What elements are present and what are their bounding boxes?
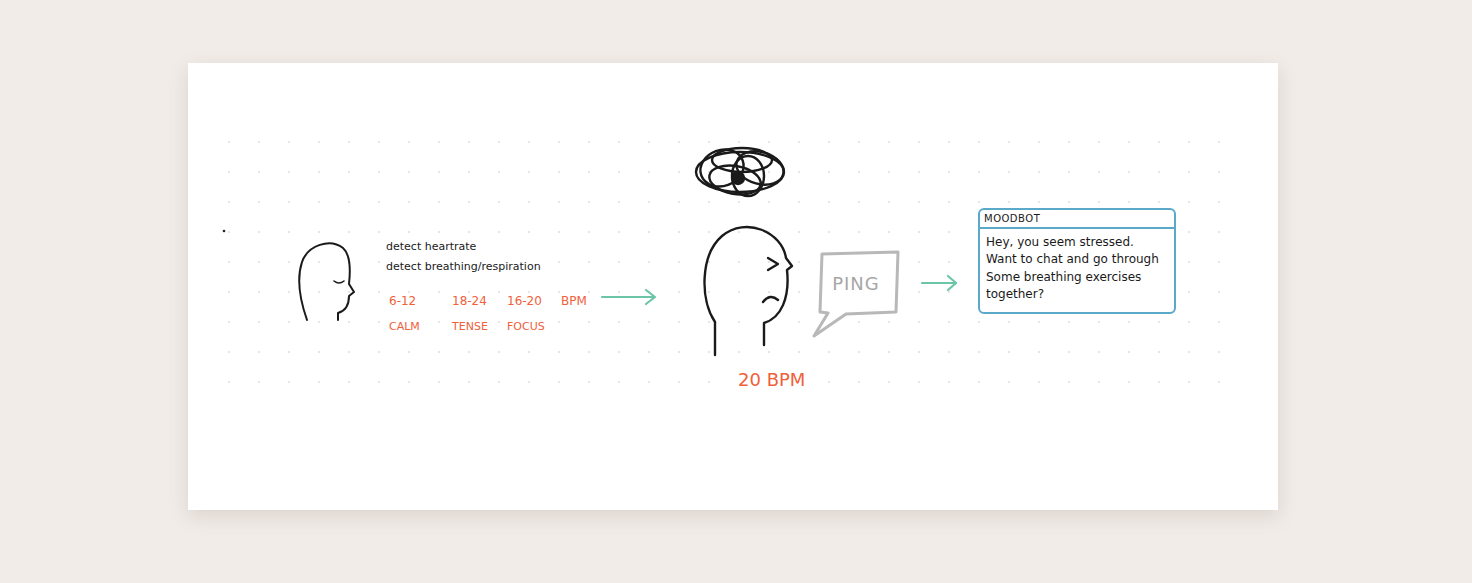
flow-arrow (922, 276, 956, 290)
state-name: FOCUS (506, 320, 546, 333)
rate-reading: 20 BPM (737, 369, 806, 391)
rate-range: 16-20 (506, 294, 543, 308)
window-title: MOODBOT (980, 210, 1174, 229)
rate-range: 6-12 (388, 294, 417, 308)
stress-scribble (695, 144, 787, 199)
bubble-text: PING (832, 273, 880, 294)
rate-unit: BPM (560, 294, 588, 308)
calm-head (299, 243, 354, 320)
stressed-figure (705, 227, 792, 355)
bubble-outline (814, 252, 898, 336)
label-note: detect breathing/respiration (385, 260, 542, 273)
speech-bubble: PING (812, 250, 900, 316)
arrow-line (922, 282, 956, 284)
dot-grid (218, 131, 1248, 391)
stray-dot (223, 230, 226, 233)
label-note: detect heartrate (385, 240, 477, 253)
state-name: CALM (388, 320, 421, 333)
chat-window: MOODBOTHey, you seem stressed. Want to c… (978, 208, 1176, 314)
arrow-head (948, 276, 956, 290)
window-message: Hey, you seem stressed. Want to chat and… (980, 229, 1174, 312)
state-name: TENSE (451, 320, 489, 333)
flow-arrow (602, 290, 655, 304)
rate-range: 18-24 (451, 294, 488, 308)
